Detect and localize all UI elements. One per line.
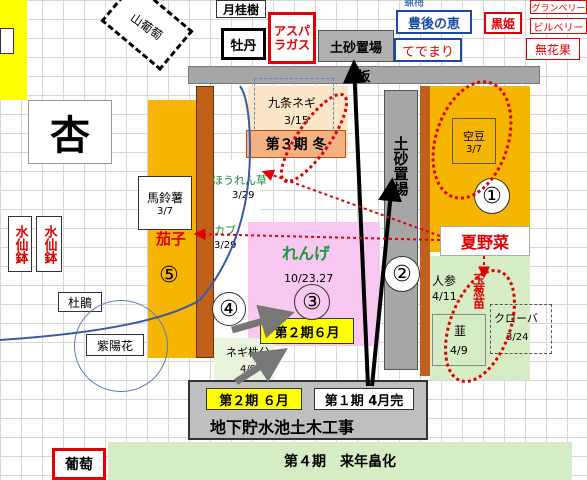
osmanthus-label: 月桂樹 bbox=[222, 2, 259, 17]
marker-4: ④ bbox=[212, 292, 246, 326]
osmanthus-box: 月桂樹 bbox=[216, 0, 266, 18]
renge-label: れんげ bbox=[282, 244, 331, 263]
negi-small-label: ネギ株分 bbox=[226, 346, 270, 359]
phase4-label: 第４期 来年畠化 bbox=[284, 454, 396, 470]
eggplant-label: 茄子 bbox=[156, 230, 187, 248]
phase2-center-label: 第２期６月 bbox=[274, 325, 340, 341]
turnip-date: 3/29 bbox=[214, 240, 237, 251]
kiwi-label: 蝋梅 bbox=[404, 0, 424, 9]
reservoir-label: 地下貯水池土木工事 bbox=[210, 418, 355, 437]
bungo-box: 豊後の恵 bbox=[396, 10, 472, 34]
fava-box: 空豆 3/7 bbox=[452, 118, 496, 164]
tetemari-label: てでまり bbox=[401, 44, 454, 60]
left-small-box bbox=[0, 28, 14, 54]
right-post bbox=[420, 86, 430, 376]
phase1-box: 第１期 4月完 bbox=[314, 388, 414, 410]
kurohime-box: 黒姫 bbox=[484, 12, 522, 34]
potato-label: 馬鈴薯 bbox=[146, 191, 183, 205]
narcissus2-box: 水仙鉢 bbox=[36, 216, 62, 272]
azalea-label: 杜鵑 bbox=[67, 295, 92, 310]
chive-label: 韮 bbox=[454, 324, 467, 338]
narcissus2-label: 水仙鉢 bbox=[41, 224, 57, 264]
summer-veg-box: 夏野菜 bbox=[440, 226, 530, 256]
tetemari-box: てでまり bbox=[394, 38, 462, 62]
phase2-center-box: 第２期６月 bbox=[260, 318, 354, 344]
carrot-date: 4/11 bbox=[432, 290, 457, 303]
summer-veg-label: 夏野菜 bbox=[460, 233, 509, 252]
narcissus1-box: 水仙鉢 bbox=[8, 216, 32, 272]
granberry-label: グランベリー bbox=[531, 3, 586, 14]
potato-date: 3/7 bbox=[156, 206, 174, 217]
hydrangea-label: 紫陽花 bbox=[96, 338, 133, 353]
marker-5: ⑤ bbox=[152, 258, 186, 292]
phase4-bar: 第４期 来年畠化 bbox=[108, 442, 572, 480]
phase3-label: 第３期 冬 bbox=[265, 137, 327, 153]
potato-box: 馬鈴薯 3/7 bbox=[138, 176, 192, 230]
granberry-box: グランベリー bbox=[530, 0, 587, 14]
renge-date: 10/23.27 bbox=[284, 272, 334, 285]
hydrangea-box: 紫陽花 bbox=[86, 334, 144, 356]
fig-label: 無花果 bbox=[534, 42, 571, 57]
clover-date: 3/24 bbox=[506, 332, 529, 343]
asparagus-label: アスパラガス bbox=[274, 24, 311, 52]
apricot-label: 杏 bbox=[50, 113, 90, 159]
chive-date: 4/9 bbox=[450, 344, 468, 357]
bilberry-label: ビルベリー bbox=[533, 22, 584, 34]
kujo-date: 3/15 bbox=[284, 114, 309, 127]
negi-small-date: 4/9 bbox=[240, 364, 257, 375]
bilberry-box: ビルベリー bbox=[530, 18, 587, 34]
grape-label: 葡萄 bbox=[65, 457, 93, 473]
board-bar: 板 bbox=[188, 66, 540, 85]
soil-top-box: 土砂置場 bbox=[318, 30, 394, 62]
mountain-grape-box: 山葡萄 bbox=[100, 0, 194, 71]
apricot-box: 杏 bbox=[28, 100, 112, 164]
kujo-label: 九条ネギ bbox=[268, 96, 317, 110]
clover-label: クローバ bbox=[494, 312, 538, 325]
phase3-box: 第３期 冬 bbox=[246, 130, 346, 158]
grape-box: 葡萄 bbox=[52, 448, 106, 480]
phase1-label: 第１期 4月完 bbox=[324, 393, 404, 409]
soil-top-label: 土砂置場 bbox=[329, 40, 382, 56]
marker-2: ② bbox=[384, 256, 420, 292]
onion-label: 玉葱苗 bbox=[471, 273, 486, 309]
spinach-date: 3/29 bbox=[232, 190, 255, 201]
fig-box: 無花果 bbox=[526, 38, 580, 60]
phase2-bottom-label: 第２期 ６月 bbox=[219, 393, 289, 409]
bungo-label: 豊後の恵 bbox=[407, 16, 460, 32]
marker-1: ① bbox=[474, 178, 510, 214]
kurohime-label: 黒姫 bbox=[490, 16, 515, 31]
spinach-label: ほうれん草 bbox=[212, 174, 267, 187]
board-label: 板 bbox=[357, 69, 371, 85]
carrot-label: 人参 bbox=[432, 274, 457, 288]
marker-3: ③ bbox=[294, 284, 330, 320]
phase2-bottom-box: 第２期 ６月 bbox=[206, 388, 302, 410]
turnip-label: カブ bbox=[214, 224, 236, 237]
asparagus-box: アスパラガス bbox=[268, 12, 316, 64]
mountain-grape-label: 山葡萄 bbox=[127, 10, 166, 43]
fava-label: 空豆 bbox=[463, 129, 485, 143]
peony-label: 牡丹 bbox=[230, 38, 257, 54]
peony-box: 牡丹 bbox=[221, 28, 266, 60]
narcissus1-label: 水仙鉢 bbox=[12, 224, 28, 264]
fava-date: 3/7 bbox=[465, 143, 483, 155]
left-post bbox=[196, 86, 214, 358]
soil-vertical-label: 土砂置場 bbox=[391, 136, 410, 196]
kiwi-box: 蝋梅 bbox=[398, 0, 430, 9]
